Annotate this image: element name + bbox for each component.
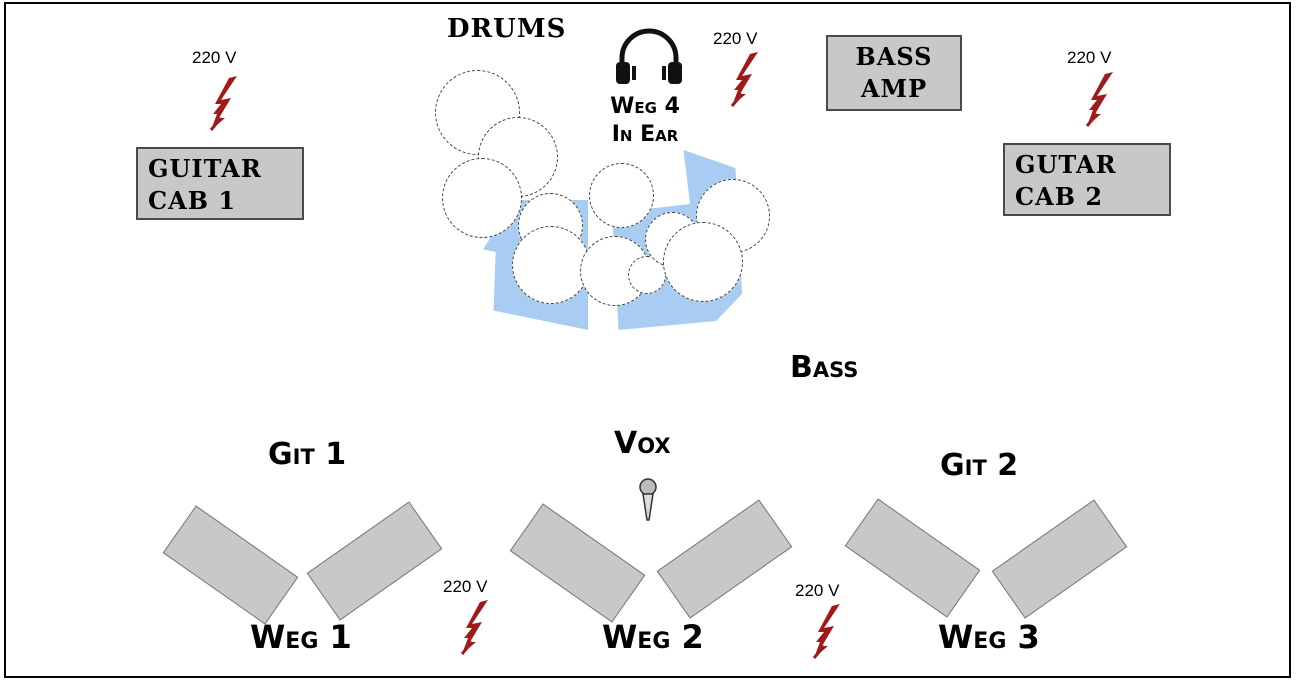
git1-position-label: Git 1	[268, 437, 347, 472]
voltage-label-front-right: 220 V	[795, 581, 840, 600]
power-bolt-icon	[810, 602, 848, 660]
microphone-icon	[638, 478, 658, 522]
power-bolt-icon	[458, 598, 496, 656]
stage-plot-frame	[4, 2, 1291, 678]
headphones-icon	[612, 28, 686, 86]
weg3-label: Weg 3	[938, 618, 1040, 656]
weg1-label: Weg 1	[250, 618, 352, 656]
power-bolt-icon	[207, 74, 245, 132]
power-bolt-icon	[1083, 70, 1121, 128]
bass-position-label: Bass	[790, 350, 859, 385]
weg2-label: Weg 2	[602, 618, 704, 656]
power-bolt-icon	[728, 50, 766, 108]
drum-floor-tom-left	[512, 226, 590, 304]
drums-label: DRUMS	[447, 14, 567, 44]
voltage-label-cab1: 220 V	[192, 48, 237, 67]
git2-position-label: Git 2	[940, 448, 1019, 483]
drum-cymbal-3	[442, 158, 522, 238]
drum-snare	[589, 163, 654, 228]
voltage-label-front-left: 220 V	[443, 577, 488, 596]
guitar-cab-2: GUTAR CAB 2	[1003, 143, 1171, 216]
drum-floor-tom-right	[663, 222, 743, 302]
guitar-cab-1: GUITAR CAB 1	[136, 147, 304, 220]
voltage-label-drums: 220 V	[713, 29, 758, 48]
vox-position-label: Vox	[614, 426, 671, 461]
voltage-label-cab2: 220 V	[1067, 48, 1112, 67]
inear-label: Weg 4 In Ear	[610, 94, 680, 147]
bass-amp: BASS AMP	[826, 35, 962, 111]
